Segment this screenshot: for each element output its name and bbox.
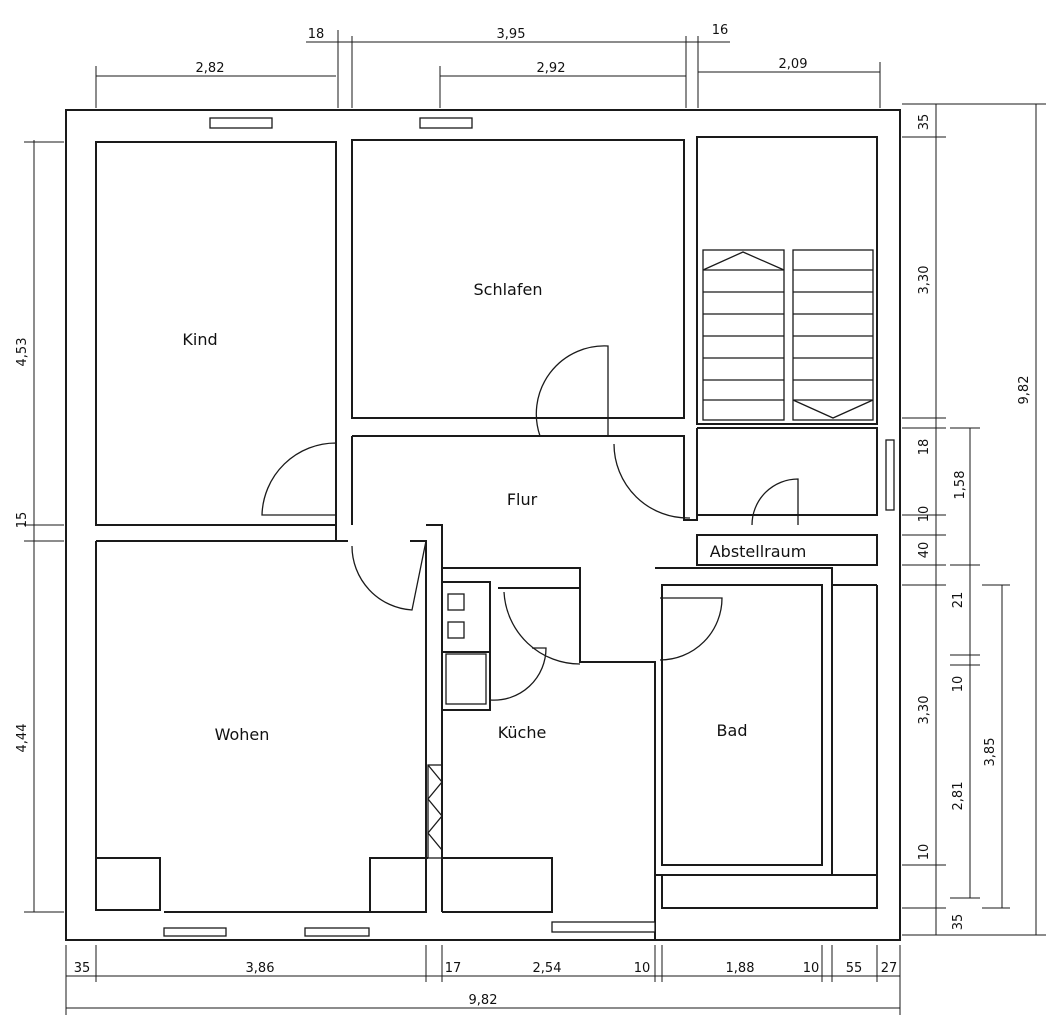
- dim-right-10c: 10: [917, 844, 932, 861]
- abstell-wall: [697, 427, 878, 516]
- dim-right-982: 9,82: [1017, 376, 1032, 405]
- dim-right-385: 3,85: [983, 738, 998, 767]
- dimensions-bottom: 35 3,86 17 2,54 10 1,88 10 55 27 9,82: [65, 945, 901, 1015]
- dim-top-292: 2,92: [537, 61, 566, 76]
- doors: [261, 345, 799, 701]
- dim-bottom-982: 9,82: [469, 993, 498, 1008]
- dim-top-16: 16: [712, 23, 729, 38]
- windows: [163, 117, 895, 937]
- room-label-wohen: Wohen: [215, 725, 270, 744]
- window: [885, 439, 895, 511]
- room-label-abstellraum: Abstellraum: [710, 542, 807, 561]
- dim-right-21: 21: [951, 592, 966, 609]
- dim-right-330a: 3,30: [917, 266, 932, 295]
- dimensions-left: 4,53 15 4,44: [15, 140, 64, 913]
- staircase: [702, 249, 874, 421]
- room-outline-schlafen: [351, 139, 685, 419]
- dim-right-281: 2,81: [951, 782, 966, 811]
- door-wohen: [351, 540, 427, 611]
- room-label-kueche: Küche: [498, 723, 547, 742]
- dim-left-453: 4,53: [15, 338, 30, 367]
- dim-right-158: 1,58: [953, 471, 968, 500]
- outer-walls: [65, 109, 901, 941]
- door-abstell: [751, 478, 799, 526]
- dim-right-18: 18: [917, 439, 932, 456]
- window: [551, 921, 656, 933]
- dim-right-35b: 35: [951, 914, 966, 931]
- dim-left-444: 4,44: [15, 724, 30, 753]
- dim-bottom-10b: 10: [803, 961, 820, 976]
- dim-right-40: 40: [917, 542, 932, 559]
- window: [209, 117, 273, 129]
- window: [419, 117, 473, 129]
- dim-right-10b: 10: [951, 676, 966, 693]
- inner-walls: [95, 136, 878, 940]
- room-labels: Kind Schlafen Flur Abstellraum Wohen Küc…: [182, 280, 806, 744]
- dim-bottom-10a: 10: [634, 961, 651, 976]
- dim-bottom-17: 17: [445, 961, 462, 976]
- dim-top-282: 2,82: [196, 61, 225, 76]
- dim-bottom-55: 55: [846, 961, 863, 976]
- dim-bottom-27: 27: [881, 961, 898, 976]
- room-outline-bad: [661, 584, 823, 866]
- dim-left-15: 15: [15, 512, 30, 529]
- window: [304, 927, 370, 937]
- door-kind: [261, 442, 337, 516]
- dim-bottom-386: 3,86: [246, 961, 275, 976]
- room-outline-stairwell: [696, 136, 878, 425]
- room-label-bad: Bad: [717, 721, 748, 740]
- flur-wall-top: [352, 428, 698, 521]
- dim-bottom-35: 35: [74, 961, 91, 976]
- stove-burner: [447, 621, 465, 639]
- door-kueche: [503, 591, 581, 665]
- dim-right-330b: 3,30: [917, 696, 932, 725]
- abstellraum-box: [696, 534, 878, 566]
- dimensions-top: 18 3,95 16 2,82 2,92 2,09: [95, 23, 881, 108]
- dim-bottom-254: 2,54: [533, 961, 562, 976]
- door-schlafen: [535, 345, 609, 437]
- dim-bottom-188: 1,88: [726, 961, 755, 976]
- door-flur-right: [613, 443, 691, 519]
- room-label-flur: Flur: [507, 490, 538, 509]
- stove-burner: [447, 593, 465, 611]
- dim-right-35a: 35: [917, 114, 932, 131]
- door-kitchen-inner: [489, 647, 547, 701]
- dim-right-10a: 10: [917, 506, 932, 523]
- window: [163, 927, 227, 937]
- room-label-schlafen: Schlafen: [474, 280, 543, 299]
- dim-top-395: 3,95: [497, 27, 526, 42]
- dim-top-18: 18: [308, 27, 325, 42]
- dim-top-209: 2,09: [779, 57, 808, 72]
- chimney: [427, 764, 443, 859]
- room-label-kind: Kind: [182, 330, 217, 349]
- door-bad: [659, 597, 723, 661]
- dimensions-right: 35 3,30 18 1,58 10 40 21 10 3,30 3,85 2,…: [902, 103, 1046, 936]
